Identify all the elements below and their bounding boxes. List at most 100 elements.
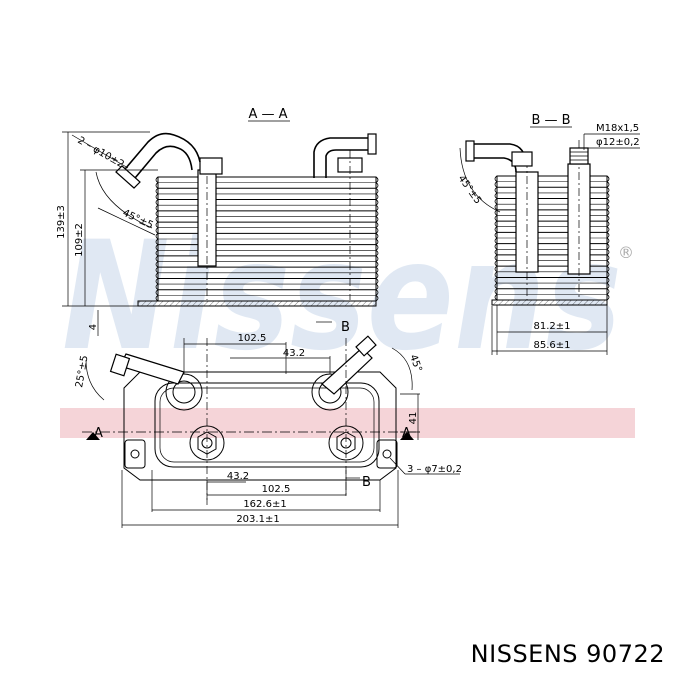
fin-cap [494, 277, 498, 284]
fin-cap [155, 216, 159, 223]
fin-cap [494, 181, 498, 188]
fin-cap [155, 289, 159, 296]
fin-cap [494, 220, 498, 228]
fin-cap [606, 220, 610, 228]
fin-cap [375, 255, 379, 262]
dim-aa-height-total: 139±3 [56, 205, 67, 239]
fin-cap [155, 193, 159, 200]
fin-cap [155, 249, 159, 257]
fin-cap [494, 288, 498, 295]
dim-plan-height: 41 [408, 412, 419, 425]
fin-cap [155, 255, 159, 262]
fin-cap [606, 288, 610, 295]
dim-bb-width-core: 81.2±1 [533, 321, 570, 332]
watermark-registered-mark: ® [618, 243, 634, 262]
fin-cap [375, 249, 379, 257]
fin-cap [155, 233, 159, 240]
fin-cap [494, 192, 498, 199]
dim-plan-offset: 4 [88, 324, 99, 330]
fin-cap [494, 265, 498, 273]
fin-cap [606, 203, 610, 211]
fin-cap [155, 261, 159, 268]
fin-cap [494, 282, 498, 290]
section-bb-view: B — B M18x1,5 φ12±0,2 45°±5 [456, 113, 640, 355]
dim-plan-bottom-half: 43.2 [227, 471, 249, 482]
fin-cap [155, 204, 159, 212]
fin-cap [494, 232, 498, 239]
fin-cap [494, 175, 498, 182]
fin-cap [606, 181, 610, 188]
dim-plan-width-total: 203.1±1 [236, 514, 279, 525]
fin-cap [494, 226, 498, 233]
dim-bb-angle: 45°±5 [456, 173, 484, 206]
fin-cap [606, 186, 610, 194]
dim-aa-port-diameter: 2 – φ10±2 [76, 135, 126, 170]
fin-cap [375, 227, 379, 234]
fin-cap [375, 244, 379, 251]
dim-bb-bore: φ12±0,2 [596, 137, 640, 148]
watermark-band [60, 408, 635, 438]
fin-cap [606, 277, 610, 284]
fin-cap [375, 199, 379, 206]
fin-cap [375, 233, 379, 240]
fin-cap [375, 289, 379, 296]
fin-cap [375, 295, 379, 302]
fin-cap [494, 237, 498, 244]
fin-cap [155, 278, 159, 285]
fin-cap [494, 260, 498, 267]
fin-cap [155, 227, 159, 234]
plan-cut-b-bottom: B [362, 475, 371, 490]
fin-cap [375, 272, 379, 279]
fin-cap [606, 215, 610, 222]
fin-cap [375, 238, 379, 245]
fin-cap [155, 221, 159, 229]
section-bb-title: B — B [531, 113, 570, 128]
fin-cap [606, 243, 610, 250]
fin-cap [375, 283, 379, 291]
fin-cap [375, 210, 379, 217]
fin-cap [494, 215, 498, 222]
fin-cap [606, 192, 610, 199]
plan-cut-a-left: A [94, 426, 103, 441]
fin-cap [375, 193, 379, 200]
section-aa-view: A — A 139±3 109±2 2 – φ10±2 [56, 107, 379, 307]
fin-cap [155, 244, 159, 251]
section-aa-title: A — A [248, 107, 287, 122]
fin-cap [494, 203, 498, 211]
dim-bb-thread: M18x1,5 [596, 123, 639, 134]
fin-cap [606, 248, 610, 256]
plan-cut-b-top: B [341, 320, 350, 335]
fin-cap [155, 199, 159, 206]
fin-cap [606, 209, 610, 216]
fin-cap [375, 187, 379, 195]
fin-cap [155, 210, 159, 217]
fin-cap [494, 243, 498, 250]
dim-plan-mount-holes: 3 – φ7±0,2 [407, 464, 462, 475]
fin-cap [494, 248, 498, 256]
fin-cap [606, 198, 610, 205]
dim-aa-height-core: 109±2 [74, 223, 85, 257]
fin-cap [606, 237, 610, 244]
fin-cap [606, 265, 610, 273]
fin-cap [155, 283, 159, 291]
fin-cap [606, 271, 610, 278]
fin-cap [155, 238, 159, 245]
dim-plan-bottom-span: 102.5 [262, 484, 291, 495]
fin-cap [606, 254, 610, 261]
fin-cap [606, 260, 610, 267]
fin-cap [494, 198, 498, 205]
fin-cap [606, 232, 610, 239]
dim-plan-width-inner: 162.6±1 [243, 499, 286, 510]
fin-cap [494, 186, 498, 194]
fin-cap [375, 278, 379, 285]
fin-cap [155, 272, 159, 279]
dim-plan-top-span: 102.5 [238, 333, 267, 344]
dim-bb-width-total: 85.6±1 [533, 340, 570, 351]
dim-plan-top-half: 43.2 [283, 348, 305, 359]
fin-cap [494, 254, 498, 261]
fin-cap [155, 176, 159, 183]
fin-cap [375, 266, 379, 274]
fin-cap [606, 282, 610, 290]
fin-cap [155, 182, 159, 189]
